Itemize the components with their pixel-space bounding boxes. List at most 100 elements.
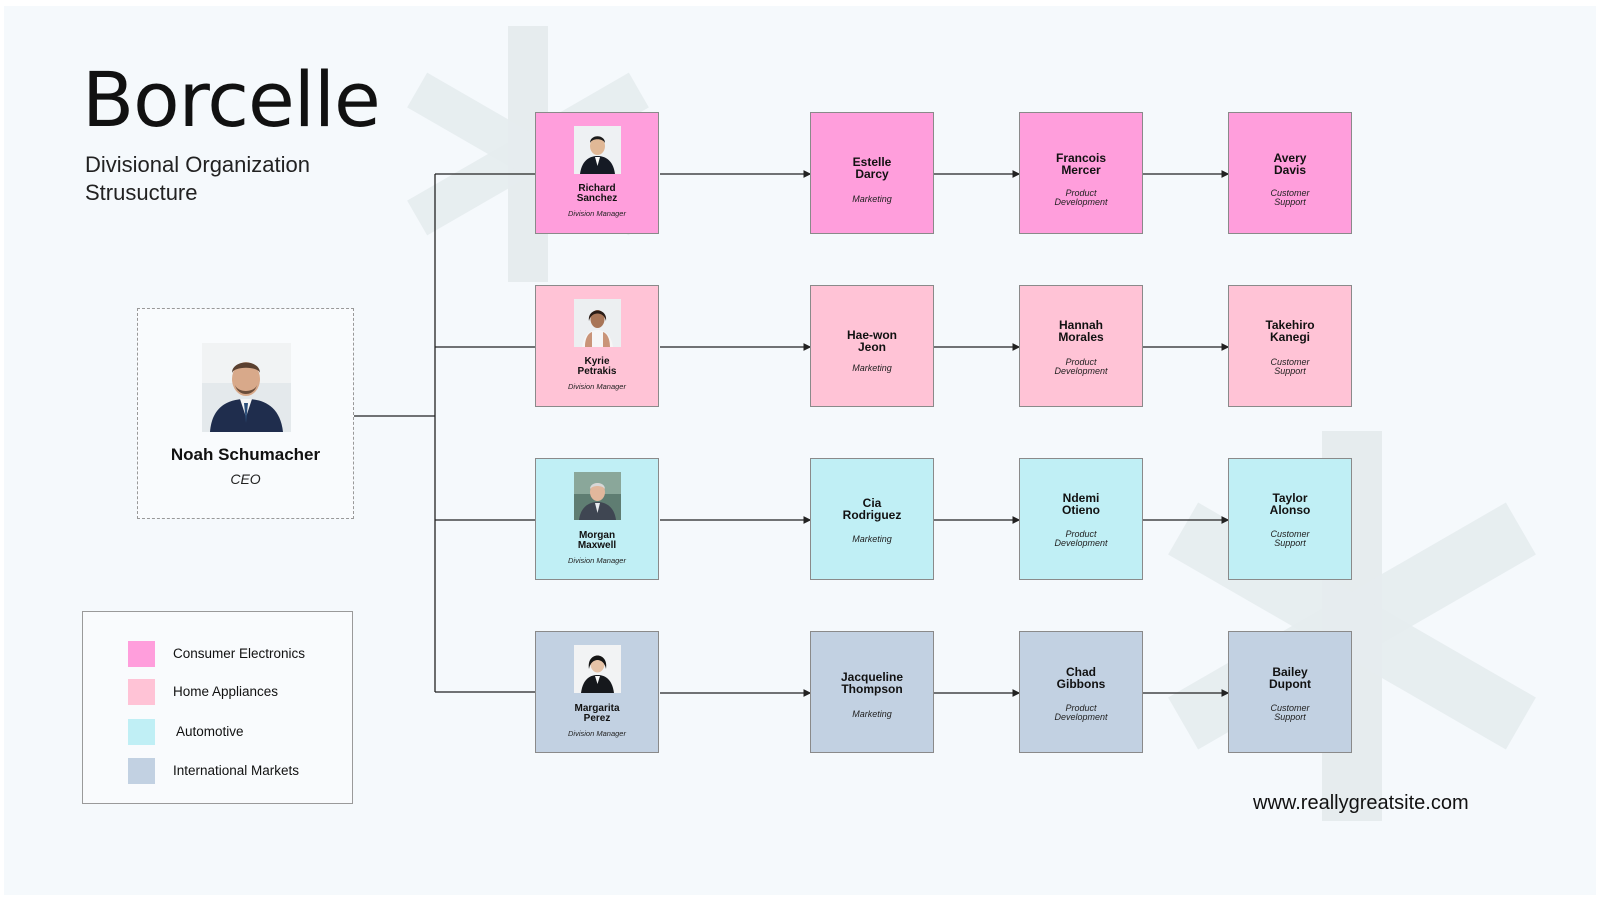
name-line: Petrakis — [577, 366, 617, 377]
name-line: Hae-won — [846, 328, 897, 342]
member-card[interactable]: Hae-won Jeon Marketing — [810, 285, 934, 407]
manager-photo — [574, 299, 621, 347]
ceo-card[interactable]: Noah Schumacher CEO — [137, 308, 354, 519]
name-line: Ndemi — [1062, 491, 1100, 505]
person-photo-icon — [574, 126, 621, 174]
role-line: Marketing — [852, 709, 892, 719]
manager-name: Margarita Perez — [540, 704, 654, 724]
manager-photo — [574, 645, 621, 693]
name-line: Davis — [1273, 163, 1307, 177]
name-line: Sanchez — [576, 193, 618, 204]
role-line: Customer — [1270, 703, 1310, 713]
member-card[interactable]: Francois Mercer Product Development — [1019, 112, 1143, 234]
ceo-name: Noah Schumacher — [170, 445, 321, 464]
member-card[interactable]: Hannah Morales Product Development — [1019, 285, 1143, 407]
person-photo-icon — [574, 472, 621, 520]
member-card[interactable]: Ndemi Otieno Product Development — [1019, 458, 1143, 580]
person-photo-icon — [574, 645, 621, 693]
legend-label: Automotive — [173, 724, 244, 739]
member-card[interactable]: Chad Gibbons Product Development — [1019, 631, 1143, 753]
member-role: Customer Support — [1235, 704, 1345, 722]
member-role: Marketing — [817, 535, 927, 544]
division-manager-card[interactable]: Morgan Maxwell Division Manager — [535, 458, 659, 580]
division-manager-card[interactable]: Kyrie Petrakis Division Manager — [535, 285, 659, 407]
member-card[interactable]: Bailey Dupont Customer Support — [1228, 631, 1352, 753]
manager-name: Richard Sanchez — [540, 184, 654, 204]
legend-label: Consumer Electronics — [173, 646, 306, 661]
member-role: Customer Support — [1235, 189, 1345, 207]
role-line: Customer — [1270, 529, 1310, 539]
role-line: Customer — [1270, 357, 1310, 367]
name-line: Morales — [1058, 330, 1104, 344]
member-name: Francois Mercer — [1024, 152, 1138, 176]
division-manager-card[interactable]: Margarita Perez Division Manager — [535, 631, 659, 753]
manager-role: Division Manager — [568, 209, 626, 218]
member-role: Product Development — [1026, 189, 1136, 207]
role-line: Product — [1065, 357, 1097, 367]
name-line: Hannah — [1058, 318, 1103, 332]
person-photo-icon — [574, 299, 621, 347]
manager-role: Division Manager — [568, 729, 626, 738]
role-line: Development — [1054, 712, 1108, 722]
member-card[interactable]: Jacqueline Thompson Marketing — [810, 631, 934, 753]
name-line: Kyrie — [584, 356, 610, 367]
legend-label: Home Appliances — [173, 684, 279, 699]
role-line: Marketing — [852, 534, 892, 544]
name-line: Takehiro — [1265, 318, 1315, 332]
member-role: Product Development — [1026, 704, 1136, 722]
role-line: Product — [1065, 703, 1097, 713]
legend-swatch — [128, 679, 155, 705]
manager-name: Morgan Maxwell — [540, 531, 654, 551]
member-card[interactable]: Takehiro Kanegi Customer Support — [1228, 285, 1352, 407]
name-line: Bailey — [1272, 665, 1308, 679]
name-line: Perez — [583, 713, 611, 724]
website-link[interactable]: www.reallygreatsite.com — [1253, 792, 1469, 814]
name-line: Francois — [1055, 151, 1106, 165]
name-line: Estelle — [852, 155, 892, 169]
name-line: Chad — [1066, 665, 1096, 679]
role-line: Support — [1274, 538, 1306, 548]
manager-name: Kyrie Petrakis — [540, 357, 654, 377]
person-photo-icon — [202, 343, 291, 432]
subtitle-line: Strusucture — [85, 180, 198, 205]
connector-lines — [350, 170, 1230, 697]
legend: Consumer Electronics Home Appliances Aut… — [82, 611, 353, 804]
member-name: Cia Rodriguez — [815, 497, 929, 521]
name-line: Otieno — [1062, 503, 1100, 517]
member-role: Marketing — [817, 195, 927, 204]
member-name: Ndemi Otieno — [1024, 492, 1138, 516]
role-line: Marketing — [852, 194, 892, 204]
legend-label: International Markets — [173, 763, 300, 778]
role-line: Support — [1274, 712, 1306, 722]
name-line: Darcy — [855, 167, 889, 181]
brand-title: Borcelle — [82, 55, 381, 144]
member-name: Bailey Dupont — [1233, 666, 1347, 690]
name-line: Dupont — [1269, 677, 1311, 691]
member-card[interactable]: Cia Rodriguez Marketing — [810, 458, 934, 580]
name-line: Margarita — [574, 703, 620, 714]
member-card[interactable]: Avery Davis Customer Support — [1228, 112, 1352, 234]
role-line: Customer — [1270, 188, 1310, 198]
member-role: Marketing — [817, 710, 927, 719]
name-line: Mercer — [1061, 163, 1101, 177]
org-chart-canvas: Borcelle Divisional Organization Strusuc… — [4, 6, 1596, 895]
member-role: Marketing — [817, 364, 927, 373]
name-line: Avery — [1273, 151, 1307, 165]
member-role: Product Development — [1026, 530, 1136, 548]
role-line: Development — [1054, 366, 1108, 376]
member-card[interactable]: Taylor Alonso Customer Support — [1228, 458, 1352, 580]
member-name: Hae-won Jeon — [815, 329, 929, 353]
name-line: Gibbons — [1056, 677, 1106, 691]
ceo-role: CEO — [230, 471, 261, 487]
name-line: Taylor — [1272, 491, 1308, 505]
member-name: Hannah Morales — [1024, 319, 1138, 343]
member-card[interactable]: Estelle Darcy Marketing — [810, 112, 934, 234]
manager-role: Division Manager — [568, 556, 626, 565]
name-line: Maxwell — [577, 540, 617, 551]
name-line: Kanegi — [1269, 330, 1310, 344]
manager-role: Division Manager — [568, 382, 626, 391]
division-manager-card[interactable]: Richard Sanchez Division Manager — [535, 112, 659, 234]
member-role: Customer Support — [1235, 358, 1345, 376]
name-line: Jacqueline — [840, 670, 904, 684]
member-name: Avery Davis — [1233, 152, 1347, 176]
